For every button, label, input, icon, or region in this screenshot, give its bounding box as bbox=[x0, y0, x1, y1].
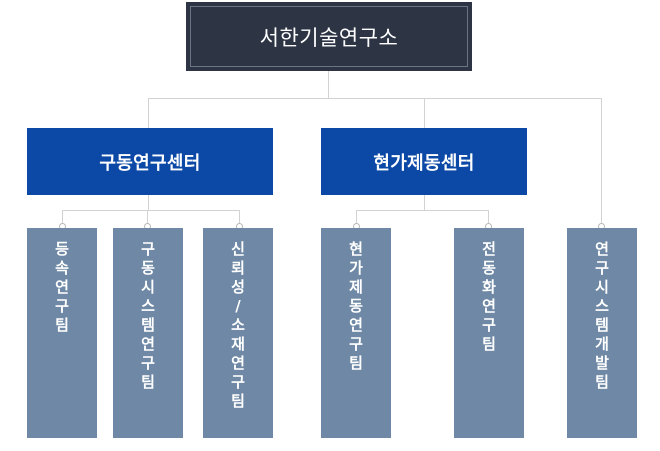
team-label-char: 연 bbox=[482, 297, 496, 315]
team-label-char: 시 bbox=[141, 278, 155, 296]
team-label-char: 구 bbox=[55, 297, 69, 315]
team-label-char: 동 bbox=[349, 297, 363, 315]
center-label: 현가제동센터 bbox=[373, 152, 475, 174]
team-label-char: 동 bbox=[482, 259, 496, 277]
connector-center2-branch bbox=[356, 210, 489, 211]
team-label-char: 연 bbox=[349, 316, 363, 334]
connector-team2-up bbox=[147, 210, 148, 226]
connector-top-horizontal bbox=[148, 98, 602, 99]
root-box: 서한기술연구소 bbox=[186, 2, 472, 71]
team-label-char: 뢰 bbox=[231, 259, 245, 277]
root-label: 서한기술연구소 bbox=[259, 25, 399, 50]
team-label-char: 개 bbox=[595, 335, 609, 353]
team-label-char: 템 bbox=[595, 316, 609, 334]
connector-center1-up bbox=[148, 98, 149, 128]
connector-center1-branch bbox=[62, 210, 240, 211]
team-label-char: 구 bbox=[482, 316, 496, 334]
team-label-char: 현 bbox=[349, 240, 363, 258]
team-label-char: 템 bbox=[141, 316, 155, 334]
team-label-char: 구 bbox=[141, 354, 155, 372]
team-label-char: 구 bbox=[349, 335, 363, 353]
team-label-char: 등 bbox=[55, 240, 69, 258]
team-label-char: 연 bbox=[595, 240, 609, 258]
connector-team3-up bbox=[239, 210, 240, 226]
root-inner-frame: 서한기술연구소 bbox=[190, 6, 468, 67]
team-label-char: 화 bbox=[482, 278, 496, 296]
team-label-char: 제 bbox=[349, 278, 363, 296]
connector-center2-up bbox=[424, 98, 425, 128]
connector-team1-up bbox=[62, 210, 63, 226]
center-box-suspension-brake: 현가제동센터 bbox=[321, 128, 527, 195]
team-label-char: 가 bbox=[349, 259, 363, 277]
team-label-char: 구 bbox=[595, 259, 609, 277]
team-label-char: 팀 bbox=[141, 373, 155, 391]
team-label-char: / bbox=[235, 297, 241, 315]
connector-team5-up bbox=[488, 210, 489, 226]
connector-center1-down bbox=[148, 195, 149, 211]
team-label-char: 스 bbox=[595, 297, 609, 315]
team-label-char: 시 bbox=[595, 278, 609, 296]
team-label-char: 소 bbox=[231, 316, 245, 334]
team-label-char: 연 bbox=[55, 278, 69, 296]
team-label-char: 연 bbox=[231, 354, 245, 372]
team-label-char: 연 bbox=[141, 335, 155, 353]
team-label-char: 속 bbox=[55, 259, 69, 277]
team-label-char: 구 bbox=[141, 240, 155, 258]
team-label-char: 전 bbox=[482, 240, 496, 258]
connector-center2-down bbox=[424, 195, 425, 211]
connector-team6-up bbox=[601, 98, 602, 226]
connector-team4-up bbox=[356, 210, 357, 226]
team-label-char: 스 bbox=[141, 297, 155, 315]
team-label-char: 재 bbox=[231, 335, 245, 353]
connector-root-down bbox=[328, 71, 329, 99]
team-label-char: 팀 bbox=[349, 354, 363, 372]
team-label-char: 팀 bbox=[55, 316, 69, 334]
team-label-char: 팀 bbox=[231, 392, 245, 410]
team-label-char: 구 bbox=[231, 373, 245, 391]
team-label-char: 동 bbox=[141, 259, 155, 277]
center-label: 구동연구센터 bbox=[99, 152, 201, 174]
team-label-char: 팀 bbox=[595, 373, 609, 391]
team-label-char: 성 bbox=[231, 278, 245, 296]
team-label-char: 발 bbox=[595, 354, 609, 372]
team-label-char: 신 bbox=[231, 240, 245, 258]
center-box-drive: 구동연구센터 bbox=[27, 128, 273, 195]
team-label-char: 팀 bbox=[482, 335, 496, 353]
